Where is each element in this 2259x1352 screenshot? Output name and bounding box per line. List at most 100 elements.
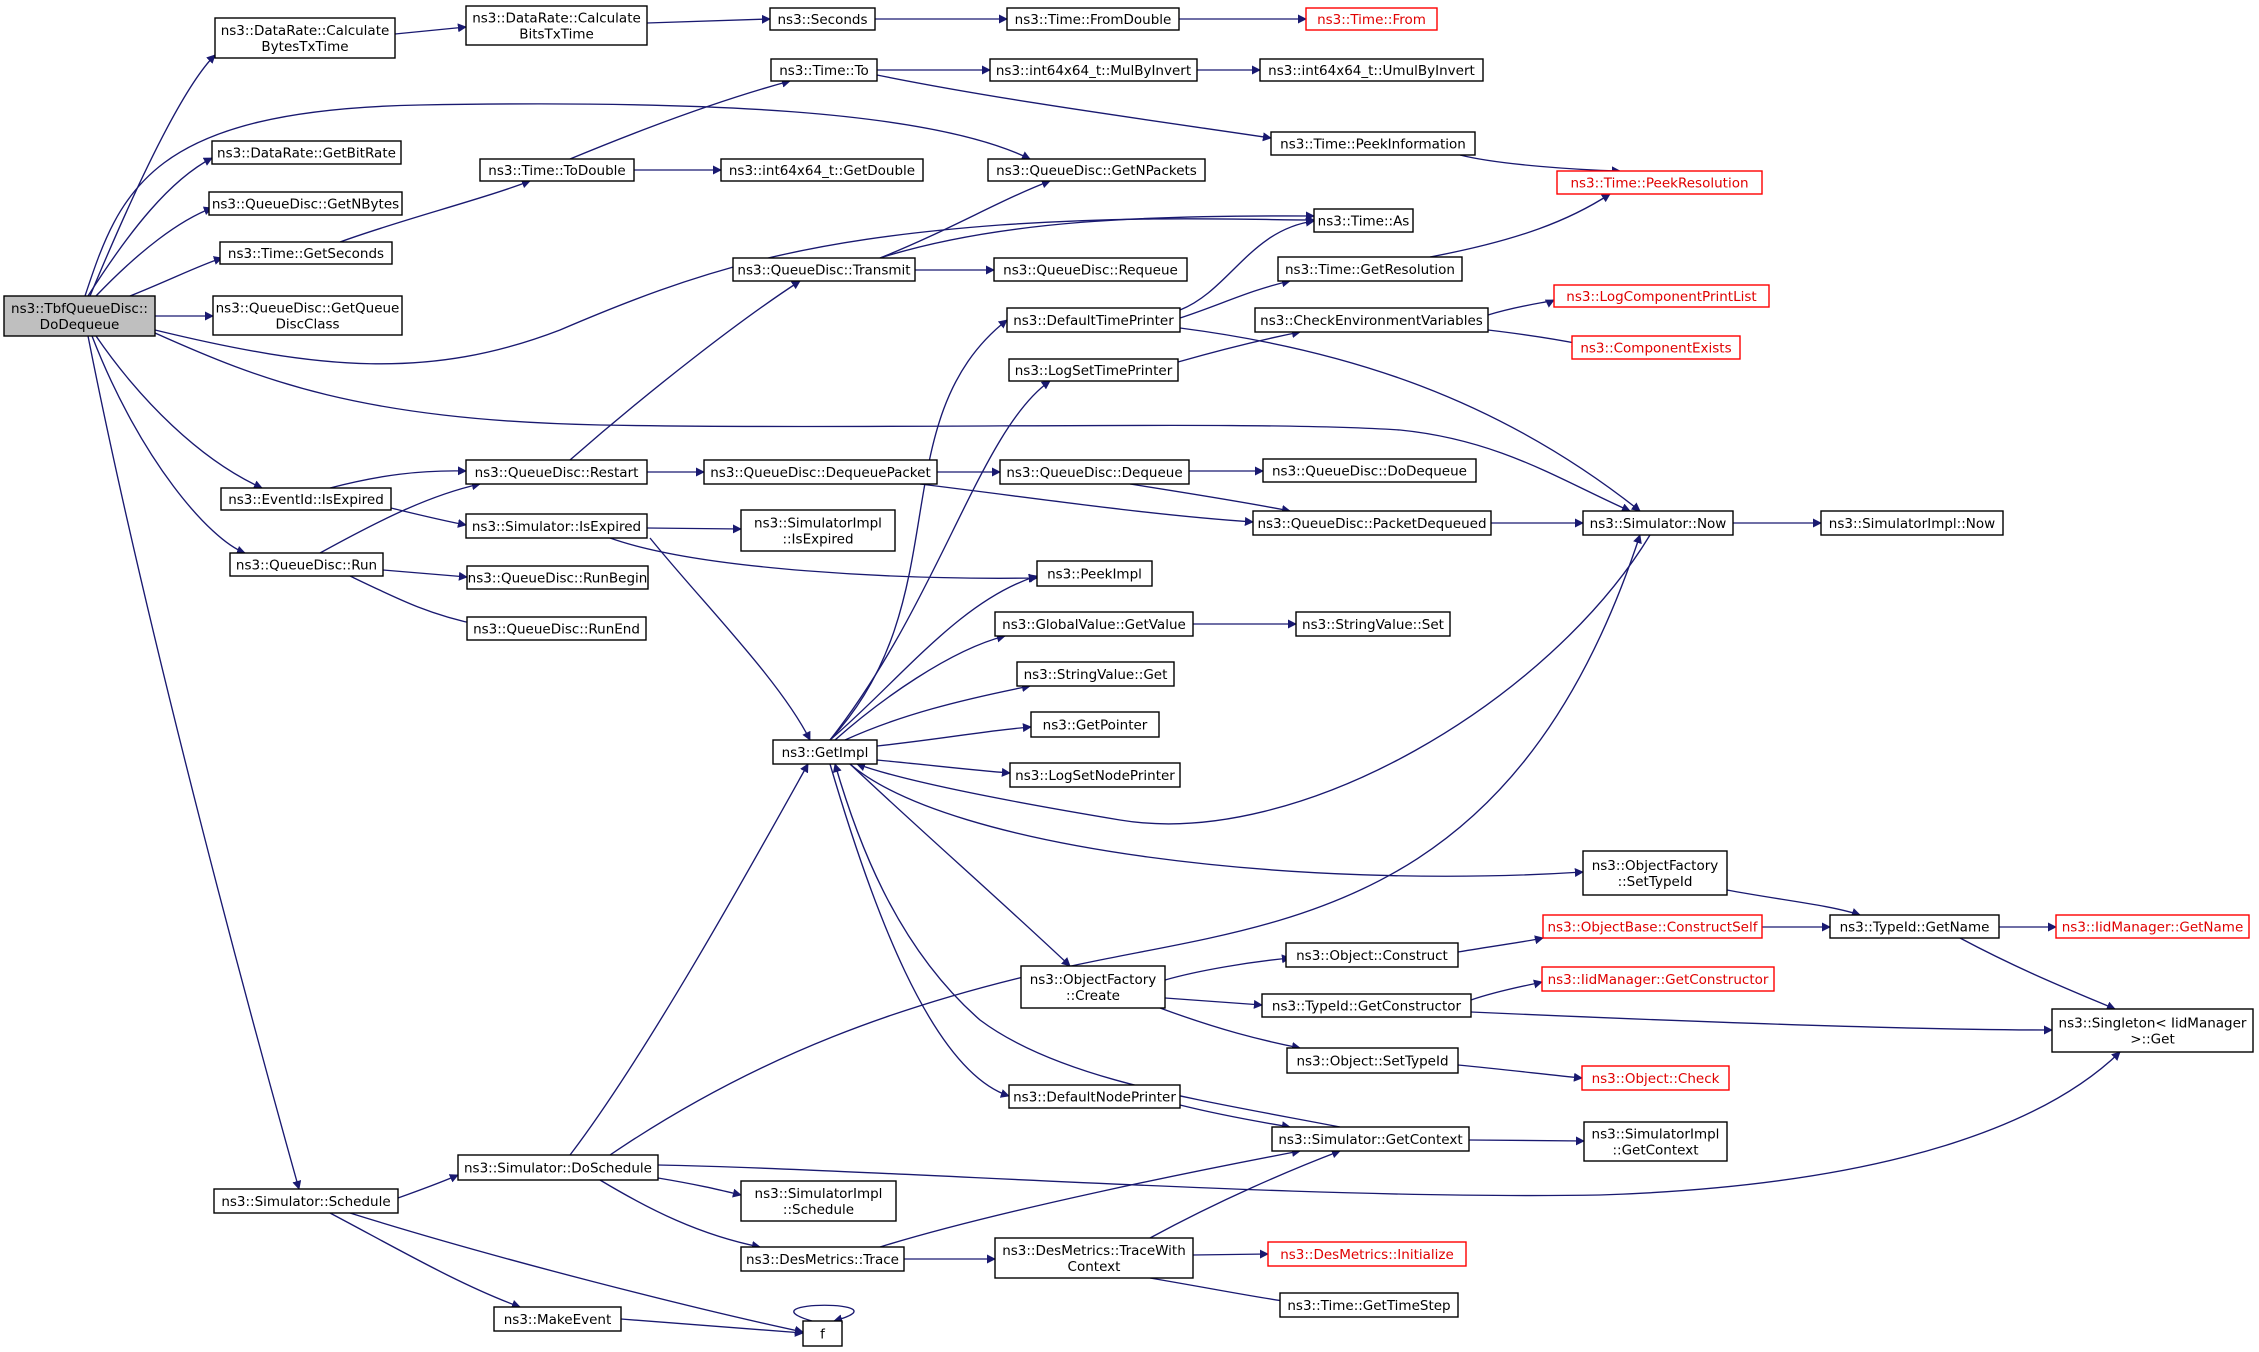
node-timeAs[interactable]: ns3::Time::As (1313, 208, 1414, 233)
node-logCompPrint[interactable]: ns3::LogComponentPrintList (1553, 284, 1770, 308)
node-getBitRate[interactable]: ns3::DataRate::GetBitRate (211, 140, 402, 165)
node-typeIdGetName[interactable]: ns3::TypeId::GetName (1829, 914, 2000, 939)
node-peekInfo[interactable]: ns3::Time::PeekInformation (1270, 131, 1476, 156)
node-qdDoDequeue[interactable]: ns3::QueueDisc::DoDequeue (1262, 458, 1477, 483)
node-defaultNodePrinter[interactable]: ns3::DefaultNodePrinter (1008, 1084, 1181, 1109)
node-desInit[interactable]: ns3::DesMetrics::Initialize (1267, 1241, 1467, 1267)
node-toDouble[interactable]: ns3::Time::ToDouble (479, 158, 635, 182)
node-run[interactable]: ns3::QueueDisc::Run (229, 552, 384, 577)
node-label: ns3::Time::GetSeconds (228, 246, 384, 262)
node-objConstruct[interactable]: ns3::Object::Construct (1285, 942, 1459, 968)
edge-traceWithCtx-to-simGetContext (1149, 1149, 1341, 1239)
node-constructSelf[interactable]: ns3::ObjectBase::ConstructSelf (1542, 914, 1763, 939)
node-isExpiredEv[interactable]: ns3::EventId::IsExpired (220, 487, 392, 511)
node-checkEnv[interactable]: ns3::CheckEnvironmentVariables (1254, 307, 1489, 333)
node-svGet[interactable]: ns3::StringValue::Get (1016, 661, 1175, 687)
edge-getImpl-to-svGet (844, 683, 1031, 741)
node-gvGetValue[interactable]: ns3::GlobalValue::GetValue (994, 611, 1194, 637)
node-typeIdGetCtor[interactable]: ns3::TypeId::GetConstructor (1261, 993, 1472, 1018)
node-svSet[interactable]: ns3::StringValue::Set (1295, 611, 1451, 637)
node-getPointer[interactable]: ns3::GetPointer (1030, 711, 1160, 738)
node-root[interactable]: ns3::TbfQueueDisc::DoDequeue (3, 295, 156, 337)
node-box (1008, 358, 1179, 382)
node-getDouble[interactable]: ns3::int64x64_t::GetDouble (720, 158, 924, 182)
node-runEnd[interactable]: ns3::QueueDisc::RunEnd (466, 616, 647, 641)
node-box (769, 7, 876, 31)
node-dequeuePacket[interactable]: ns3::QueueDisc::DequeuePacket (703, 459, 938, 485)
node-umulByInvert[interactable]: ns3::int64x64_t::UmulByInvert (1259, 58, 1484, 82)
node-mulByInvert[interactable]: ns3::int64x64_t::MulByInvert (989, 58, 1198, 82)
node-simGetContext[interactable]: ns3::Simulator::GetContext (1271, 1126, 1470, 1152)
node-simImplIsExpired[interactable]: ns3::SimulatorImpl::IsExpired (740, 509, 896, 552)
node-objCheck[interactable]: ns3::Object::Check (1581, 1065, 1730, 1091)
edge-getResolution-to-peekRes (1429, 193, 1611, 258)
node-fromDouble[interactable]: ns3::Time::FromDouble (1006, 7, 1180, 31)
node-simImplSchedule[interactable]: ns3::SimulatorImpl::Schedule (740, 1180, 897, 1222)
node-iidGetName[interactable]: ns3::IidManager::GetName (2055, 914, 2250, 939)
node-transmit[interactable]: ns3::QueueDisc::Transmit (732, 257, 916, 282)
node-iidGetCtor[interactable]: ns3::IidManager::GetConstructor (1541, 966, 1775, 992)
node-box (1279, 1292, 1459, 1318)
node-compExists[interactable]: ns3::ComponentExists (1571, 335, 1741, 360)
node-logSetNodePrinter[interactable]: ns3::LogSetNodePrinter (1009, 762, 1181, 788)
node-getSeconds[interactable]: ns3::Time::GetSeconds (219, 241, 393, 265)
node-desTrace[interactable]: ns3::DesMetrics::Trace (740, 1246, 905, 1272)
node-label: ns3::QueueDisc::GetNPackets (996, 163, 1197, 179)
node-getResolution[interactable]: ns3::Time::GetResolution (1277, 256, 1463, 282)
node-peekImpl[interactable]: ns3::PeekImpl (1036, 560, 1153, 587)
node-simIsExpired[interactable]: ns3::Simulator::IsExpired (465, 513, 648, 539)
node-label: ns3::Time::To (779, 63, 869, 79)
node-schedule[interactable]: ns3::Simulator::Schedule (213, 1188, 399, 1214)
node-box (465, 459, 648, 485)
node-label: ns3::LogSetTimePrinter (1015, 363, 1173, 379)
node-label: ns3::QueueDisc::Restart (475, 465, 639, 481)
node-simImplGetContext[interactable]: ns3::SimulatorImpl::GetContext (1583, 1121, 1728, 1162)
node-ofCreate[interactable]: ns3::ObjectFactory::Create (1020, 965, 1166, 1009)
node-packetDequeued[interactable]: ns3::QueueDisc::PacketDequeued (1252, 510, 1492, 536)
node-qdDequeue[interactable]: ns3::QueueDisc::Dequeue (999, 459, 1190, 485)
node-makeEvent[interactable]: ns3::MakeEvent (493, 1306, 622, 1332)
node-ofSetTypeId[interactable]: ns3::ObjectFactory::SetTypeId (1582, 850, 1728, 896)
node-timeFrom[interactable]: ns3::Time::From (1305, 7, 1438, 31)
node-defaultTimePrinter[interactable]: ns3::DefaultTimePrinter (1006, 307, 1181, 333)
node-restart[interactable]: ns3::QueueDisc::Restart (465, 459, 648, 485)
node-label: ns3::SimulatorImpl::Now (1829, 516, 1995, 532)
node-box (999, 459, 1190, 485)
node-seconds[interactable]: ns3::Seconds (769, 7, 876, 31)
edge-makeEvent-to-f (620, 1318, 804, 1337)
node-simImplNow[interactable]: ns3::SimulatorImpl::Now (1820, 510, 2004, 536)
node-label: ns3::LogSetNodePrinter (1015, 768, 1175, 784)
node-box (457, 1154, 659, 1181)
node-label: ns3::QueueDisc::GetNBytes (212, 197, 399, 213)
node-getNBytes[interactable]: ns3::QueueDisc::GetNBytes (208, 191, 403, 216)
node-timeTo[interactable]: ns3::Time::To (770, 58, 878, 82)
node-label: ns3::Time::PeekInformation (1280, 137, 1466, 153)
node-box (1008, 1084, 1181, 1109)
node-simNow[interactable]: ns3::Simulator::Now (1582, 510, 1734, 536)
node-label: ns3::QueueDisc::DequeuePacket (710, 465, 930, 481)
node-getTimeStep[interactable]: ns3::Time::GetTimeStep (1279, 1292, 1459, 1318)
node-getNPackets[interactable]: ns3::QueueDisc::GetNPackets (987, 158, 1206, 182)
edge-getImpl-to-peekImpl (829, 574, 1038, 741)
node-f[interactable]: f (802, 1320, 843, 1347)
node-label: ns3::DataRate::GetBitRate (217, 146, 396, 162)
node-box (1270, 131, 1476, 156)
node-doSchedule[interactable]: ns3::Simulator::DoSchedule (457, 1154, 659, 1181)
node-requeue[interactable]: ns3::QueueDisc::Requeue (993, 257, 1188, 282)
node-getImpl[interactable]: ns3::GetImpl (772, 739, 878, 765)
node-peekRes[interactable]: ns3::Time::PeekResolution (1556, 170, 1763, 195)
node-label: BytesTxTime (261, 39, 348, 55)
node-box (1582, 510, 1734, 536)
edge-root-to-getNPackets (84, 103, 1031, 297)
node-singletonGet[interactable]: ns3::Singleton< IidManager>::Get (2051, 1008, 2254, 1053)
node-runBegin[interactable]: ns3::QueueDisc::RunBegin (466, 565, 649, 590)
node-box (1261, 993, 1472, 1018)
node-objSetTypeId[interactable]: ns3::Object::SetTypeId (1286, 1047, 1459, 1074)
node-label: ns3::QueueDisc::RunEnd (473, 622, 640, 638)
node-logSetTimePrinter[interactable]: ns3::LogSetTimePrinter (1008, 358, 1179, 382)
edge-simGetContext-to-getImpl (832, 763, 1341, 1128)
